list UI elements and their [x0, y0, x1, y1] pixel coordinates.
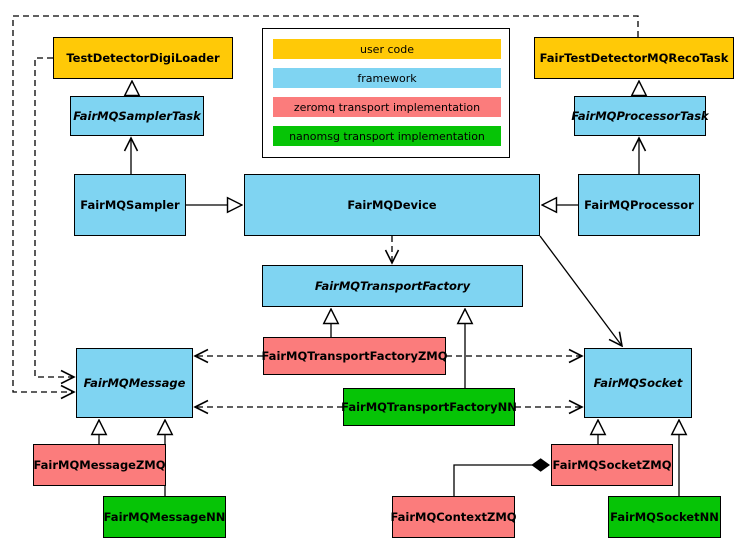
class-label: FairMQSamplerTask	[73, 108, 201, 123]
edge-socketzmq-composition-contextzmq	[453, 458, 551, 496]
class-label: FairMQContextZMQ	[390, 509, 517, 524]
edge-device-to-socket	[539, 235, 622, 346]
class-label: FairMQSocketNN	[610, 509, 719, 524]
class-box-testdetectordigiloader[interactable]: TestDetectorDigiLoader	[53, 37, 233, 79]
class-box-fairmqmessage[interactable]: FairMQMessage	[76, 348, 193, 418]
legend-item-zeromq: zeromq transport implementation	[273, 97, 501, 117]
class-box-fairtestdetectormqrecotask[interactable]: FairTestDetectorMQRecoTask	[534, 37, 734, 79]
legend-item-nanomsg: nanomsg transport implementation	[273, 126, 501, 146]
class-label: FairMQSocket	[593, 375, 683, 390]
class-label: FairMQDevice	[347, 197, 437, 212]
class-box-fairmqcontextzmq[interactable]: FairMQContextZMQ	[390, 496, 517, 538]
class-label: FairMQTransportFactoryNN	[341, 399, 517, 414]
class-label: FairMQSampler	[80, 197, 180, 212]
class-label: FairMQMessageZMQ	[33, 457, 166, 472]
legend-label-zeromq: zeromq transport implementation	[293, 100, 481, 114]
class-box-fairmqsampler[interactable]: FairMQSampler	[74, 174, 186, 236]
class-label: FairMQMessage	[83, 375, 186, 390]
class-box-fairmqtransportfactorynn[interactable]: FairMQTransportFactoryNN	[341, 388, 517, 426]
class-box-fairmqsocketnn[interactable]: FairMQSocketNN	[608, 496, 721, 538]
class-box-fairmqmessagezmq[interactable]: FairMQMessageZMQ	[33, 444, 166, 486]
class-label: FairMQMessageNN	[103, 509, 226, 524]
class-label: FairMQTransportFactoryZMQ	[261, 348, 448, 363]
class-box-fairmqtransportfactory[interactable]: FairMQTransportFactory	[262, 265, 523, 307]
class-label: FairMQSocketZMQ	[552, 457, 672, 472]
legend-item-user-code: user code	[273, 39, 501, 59]
class-label: FairMQProcessorTask	[571, 108, 709, 123]
class-box-fairmqprocessortask[interactable]: FairMQProcessorTask	[571, 96, 709, 136]
class-box-fairmqsocket[interactable]: FairMQSocket	[584, 348, 692, 418]
class-box-fairmqsamplertask[interactable]: FairMQSamplerTask	[70, 96, 204, 136]
class-label: FairMQTransportFactory	[314, 278, 471, 293]
legend-item-framework: framework	[273, 68, 501, 88]
legend-label-user-code: user code	[359, 42, 415, 56]
class-box-fairmqdevice[interactable]: FairMQDevice	[244, 174, 540, 236]
class-box-fairmqprocessor[interactable]: FairMQProcessor	[578, 174, 700, 236]
edge-digiloader-to-message	[34, 57, 74, 377]
class-box-fairmqmessagenn[interactable]: FairMQMessageNN	[103, 496, 226, 538]
class-box-fairmqtransportfactoryzmq[interactable]: FairMQTransportFactoryZMQ	[261, 337, 448, 375]
class-label: FairMQProcessor	[584, 197, 694, 212]
legend-label-nanomsg: nanomsg transport implementation	[289, 129, 485, 143]
class-label: TestDetectorDigiLoader	[66, 50, 220, 65]
class-box-fairmqsocketzmq[interactable]: FairMQSocketZMQ	[551, 444, 673, 486]
class-label: FairTestDetectorMQRecoTask	[539, 50, 729, 65]
legend-label-framework: framework	[357, 71, 417, 85]
legend-panel: user code framework zeromq transport imp…	[262, 28, 510, 158]
